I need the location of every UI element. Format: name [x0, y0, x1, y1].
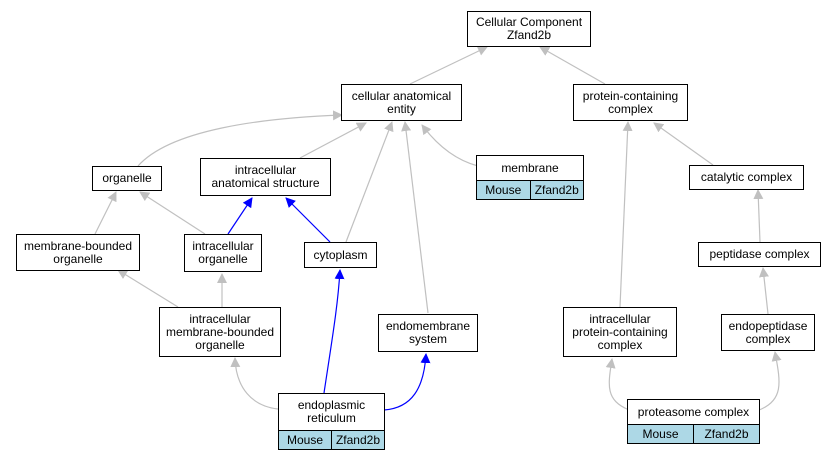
node-cellular-anatomical-entity[interactable]: cellular anatomical entity: [341, 84, 462, 121]
annotation-gene: Zfand2b: [529, 181, 583, 199]
annotation-row: Mouse Zfand2b: [628, 424, 759, 443]
node-proteasome-complex[interactable]: proteasome complex Mouse Zfand2b: [627, 399, 760, 444]
edge-membrane-cae: [421, 124, 479, 167]
edge-cytoplasm-ias[interactable]: [285, 197, 331, 243]
edge-proteasome-endopep: [758, 351, 782, 411]
edge-io-ias[interactable]: [227, 197, 253, 235]
node-cytoplasm[interactable]: cytoplasm: [304, 242, 377, 268]
node-endomembrane-system[interactable]: endomembrane system: [378, 314, 478, 352]
node-endoplasmic-reticulum-label: endoplasmic reticulum: [297, 398, 366, 425]
edge-ias-cae: [299, 122, 367, 159]
node-protein-containing-complex[interactable]: protein-containing complex: [573, 84, 688, 121]
edge-endopep-peptidase: [759, 267, 769, 315]
edge-organelle-cae: [137, 110, 343, 167]
edge-peptidase-catalytic: [753, 189, 764, 243]
edge-catalytic-pcc: [653, 122, 714, 166]
annotation-row: Mouse Zfand2b: [477, 180, 583, 199]
node-organelle[interactable]: organelle: [92, 166, 162, 191]
node-peptidase-complex[interactable]: peptidase complex: [698, 242, 821, 267]
edge-cytoplasm-cae: [345, 121, 394, 243]
node-intracellular-membrane-bounded-organelle[interactable]: intracellular membrane-bounded organelle: [159, 307, 281, 357]
node-membrane[interactable]: membrane Mouse Zfand2b: [476, 155, 584, 200]
edge-er-cytoplasm[interactable]: [323, 269, 345, 394]
annotation-species: Mouse: [477, 181, 530, 199]
annotation-species: Mouse: [628, 425, 693, 443]
edge-mbo-organelle: [94, 191, 117, 235]
node-intracellular-organelle[interactable]: intracellular organelle: [184, 234, 262, 272]
node-intracellular-anatomical-structure[interactable]: intracellular anatomical structure: [200, 158, 331, 196]
edge-imbo-mbo: [117, 269, 179, 308]
annotation-species: Mouse: [279, 431, 331, 449]
edge-endomem-cae: [401, 121, 429, 314]
annotation-gene: Zfand2b: [693, 425, 759, 443]
annotation-gene: Zfand2b: [331, 431, 384, 449]
edge-er-imbo: [230, 357, 279, 410]
edge-pcc-root: [539, 46, 606, 85]
annotation-row: Mouse Zfand2b: [279, 430, 384, 449]
edge-proteasome-ipcc: [605, 358, 630, 411]
edge-io-organelle: [139, 191, 206, 235]
node-cellular-component[interactable]: Cellular Component Zfand2b: [467, 11, 591, 47]
node-proteasome-complex-label: proteasome complex: [637, 404, 750, 419]
node-endopeptidase-complex[interactable]: endopeptidase complex: [721, 314, 815, 351]
edge-ipcc-pcc: [619, 121, 633, 308]
edge-er-endomem[interactable]: [383, 353, 431, 411]
node-membrane-bounded-organelle[interactable]: membrane-bounded organelle: [16, 234, 140, 271]
node-intracellular-protein-containing-complex[interactable]: intracellular protein-containing complex: [563, 307, 677, 357]
edge-cae-root: [409, 46, 488, 85]
node-membrane-label: membrane: [501, 160, 559, 175]
node-catalytic-complex[interactable]: catalytic complex: [689, 165, 804, 190]
node-endoplasmic-reticulum[interactable]: endoplasmic reticulum Mouse Zfand2b: [278, 393, 385, 450]
